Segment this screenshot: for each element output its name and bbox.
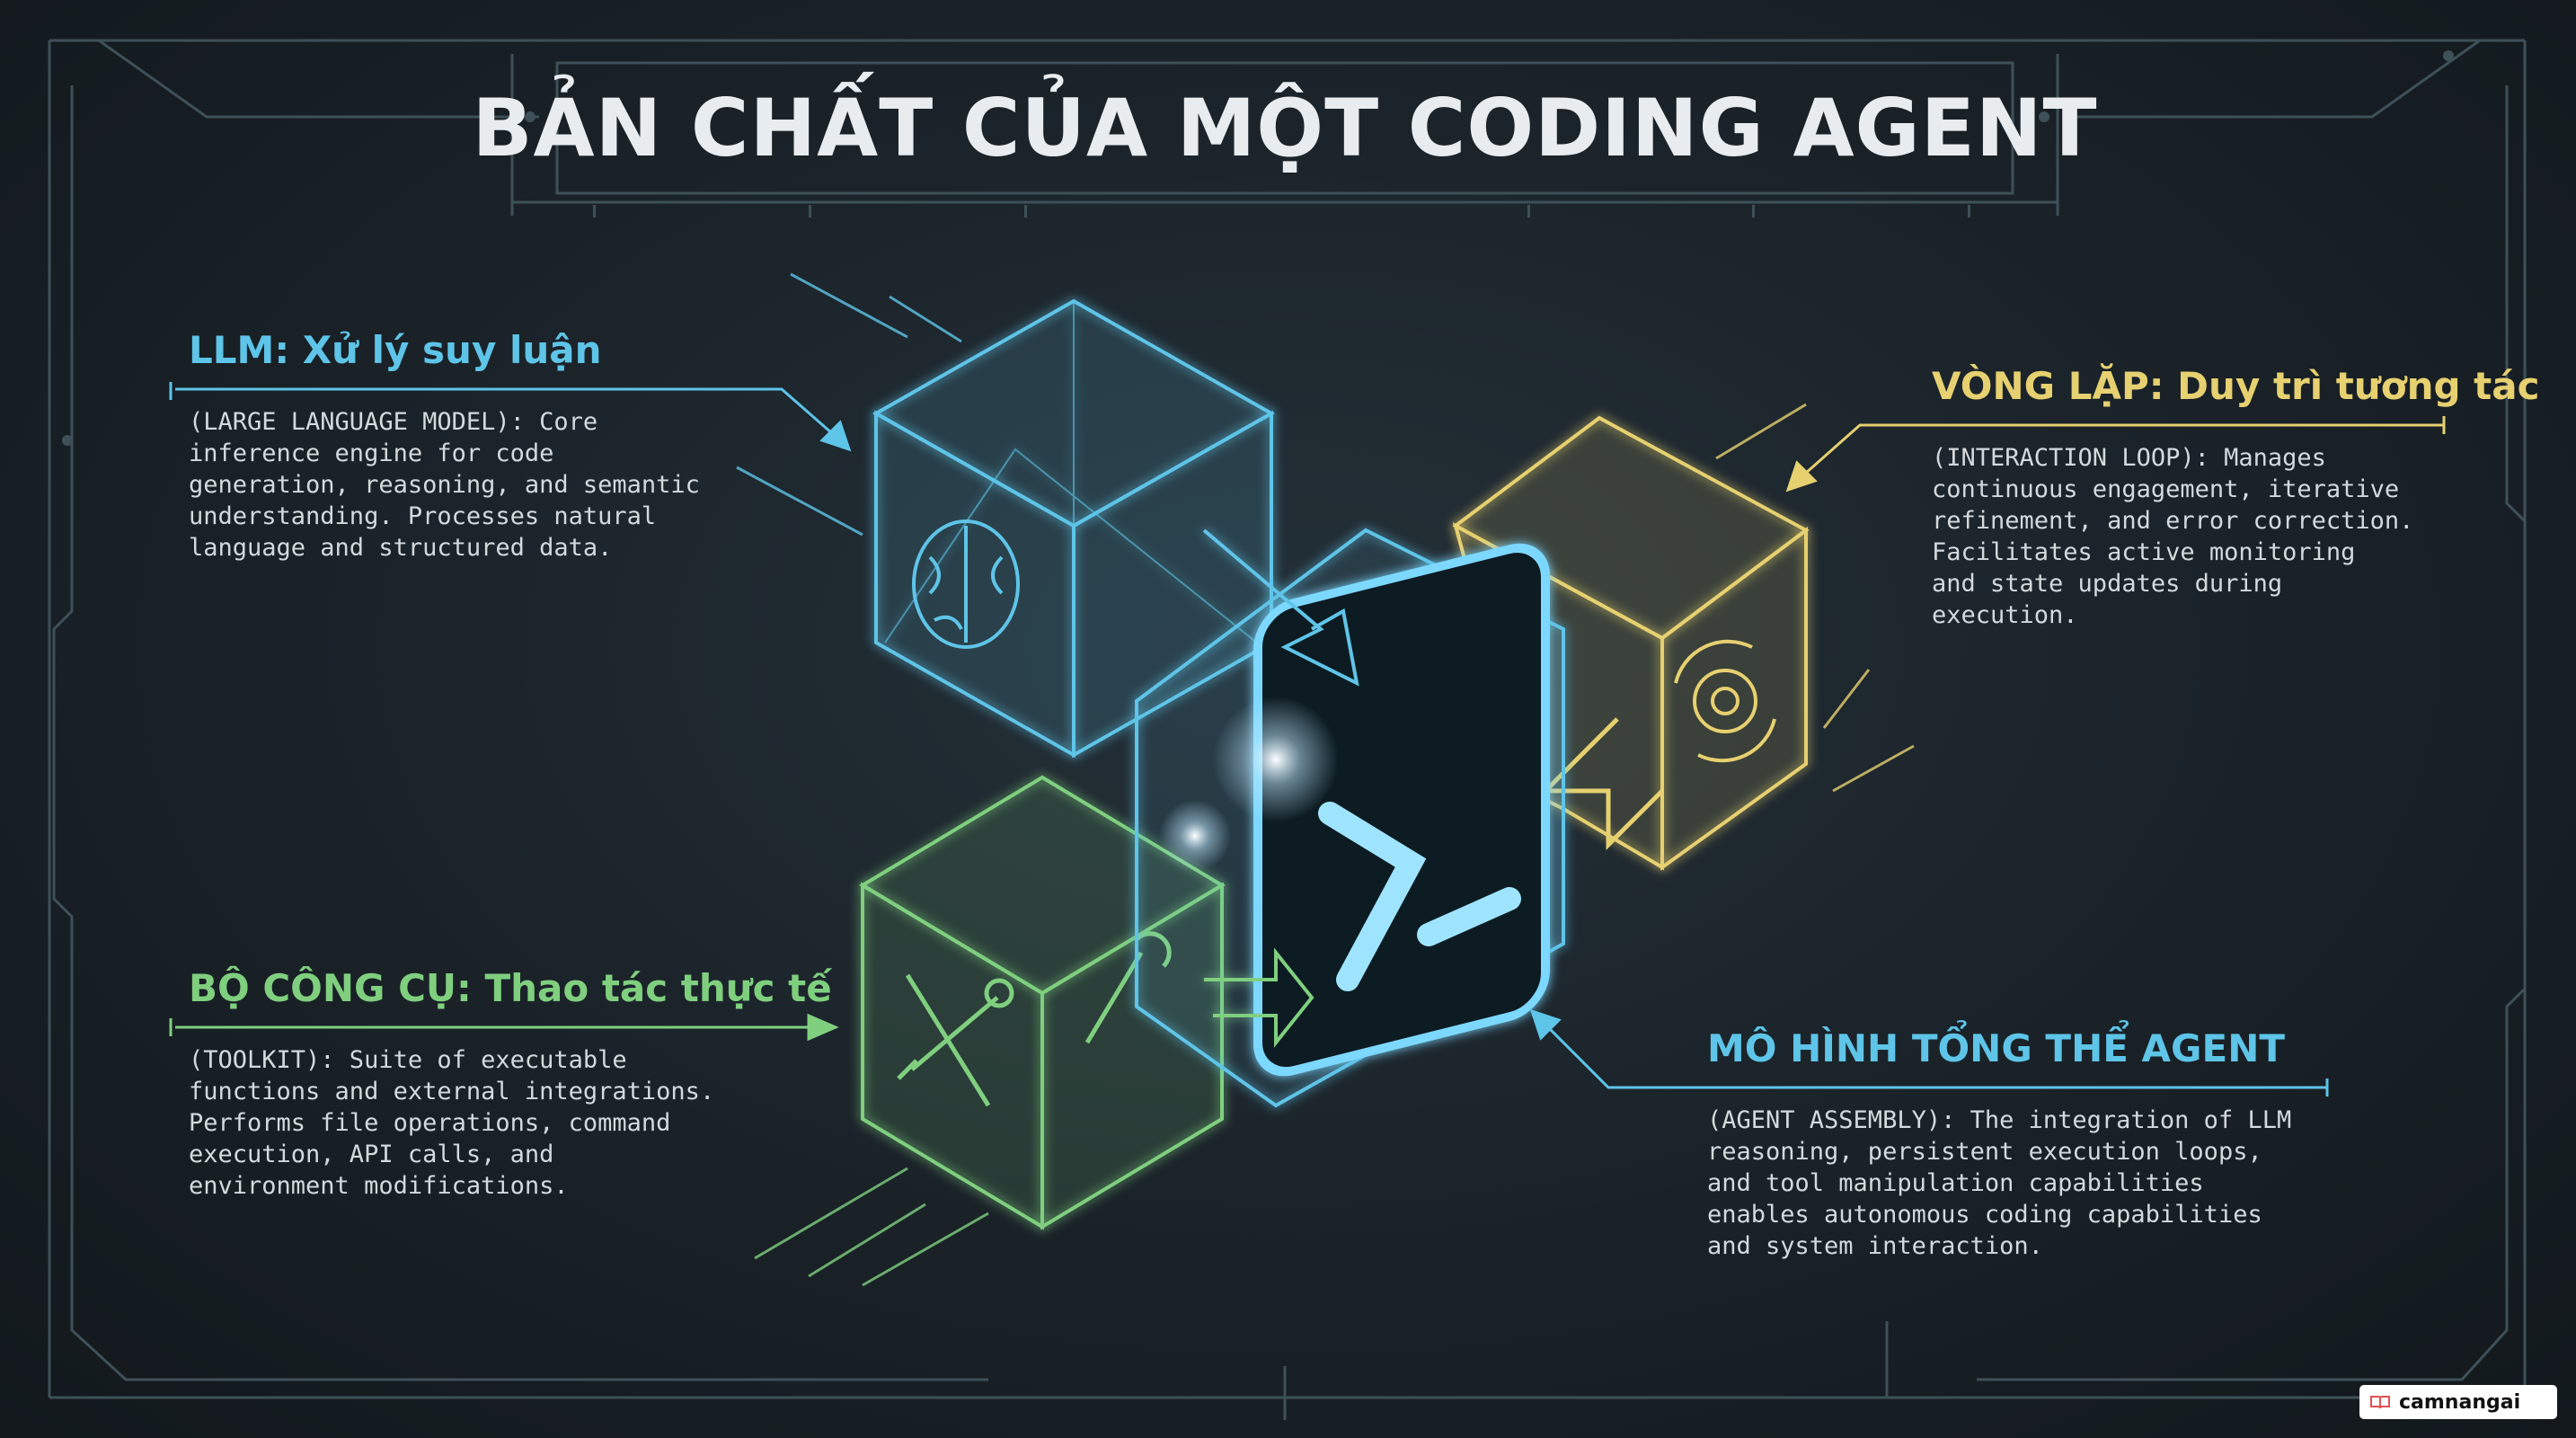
gear-cycle-icon [1539, 639, 1776, 851]
outer-frame [48, 39, 2527, 1420]
light-flare-small [1159, 800, 1231, 872]
light-flare [1213, 697, 1339, 822]
leader-line-agent [1529, 1008, 2329, 1096]
toolkit-description: (TOOLKIT): Suite of executable functions… [189, 1046, 715, 1200]
toolkit-section: BỘ CÔNG CỤ: Thao tác thực tế (TOOLKIT): … [189, 966, 832, 1202]
llm-section: LLM: Xử lý suy luận (LARGE LANGUAGE MODE… [189, 328, 700, 564]
llm-description: (LARGE LANGUAGE MODEL): Core inference e… [189, 408, 700, 562]
loop-heading: VÒNG LẶP: Duy trì tương tác [1932, 364, 2540, 408]
frame-ticks [62, 50, 2454, 446]
agent-section: MÔ HÌNH TỔNG THỂ AGENT (AGENT ASSEMBLY):… [1707, 1026, 2291, 1262]
page-title: BẢN CHẤT CỦA MỘT CODING AGENT [472, 82, 2098, 174]
motion-streaks [736, 272, 1915, 1287]
toolkit-heading: BỘ CÔNG CỤ: Thao tác thực tế [189, 966, 832, 1010]
toolkit-cube [859, 775, 1226, 1230]
agent-heading: MÔ HÌNH TỔNG THỂ AGENT [1707, 1026, 2286, 1070]
brain-icon [912, 519, 1020, 649]
watermark-badge: camnangai [2359, 1385, 2557, 1419]
book-icon [2370, 1396, 2390, 1409]
leader-line-llm [169, 382, 852, 452]
loop-section: VÒNG LẶP: Duy trì tương tác (INTERACTION… [1932, 364, 2540, 631]
agent-description: (AGENT ASSEMBLY): The integration of LLM… [1707, 1106, 2292, 1260]
leader-line-toolkit [169, 1013, 839, 1042]
terminal-prompt-icon [1135, 528, 1565, 1108]
llm-heading: LLM: Xử lý suy luận [189, 328, 602, 372]
watermark-text: camnangai [2399, 1390, 2521, 1414]
loop-description: (INTERACTION LOOP): Manages continuous e… [1932, 444, 2414, 629]
leader-line-loop [1785, 416, 2446, 493]
